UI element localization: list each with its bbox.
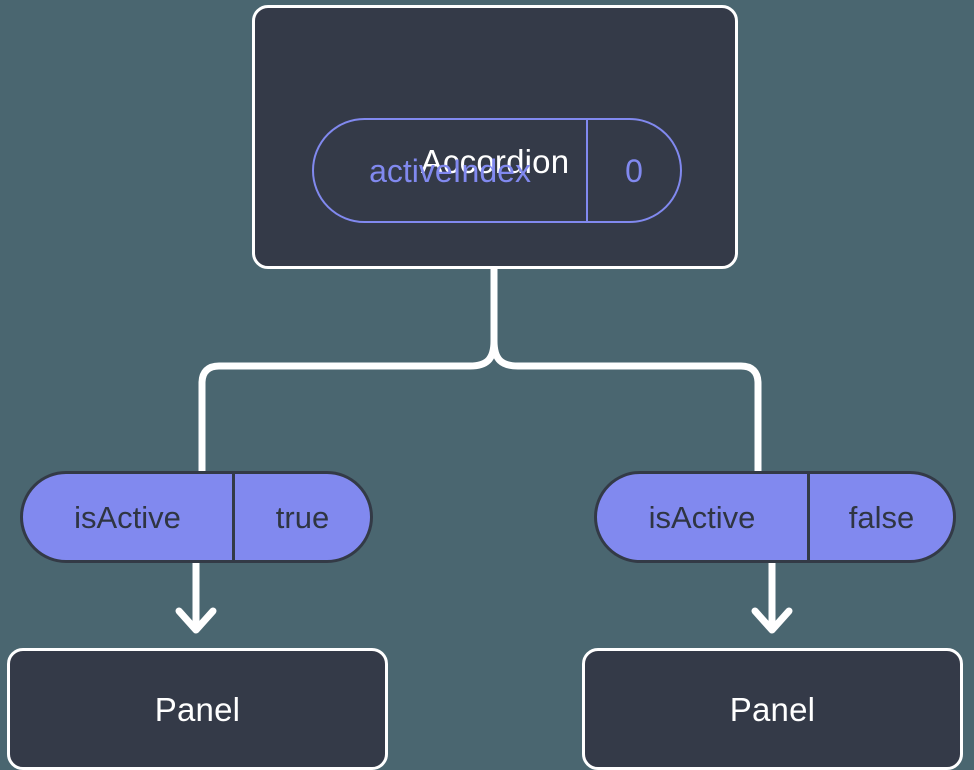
- arrow-head-left: [175, 607, 217, 634]
- arrow-head-right: [751, 607, 793, 634]
- state-pill-value: 0: [625, 152, 643, 189]
- node-panel-left[interactable]: Panel: [7, 648, 388, 770]
- panel-left-title: Panel: [154, 690, 241, 728]
- prop-pill-right-value: false: [848, 499, 915, 535]
- prop-pill-left[interactable]: isActive true: [20, 471, 373, 563]
- connector-fork-left: [198, 337, 498, 475]
- connector-fork-right: [490, 337, 762, 475]
- prop-pill-left-value: true: [275, 499, 330, 535]
- state-pill-active-index[interactable]: activeIndex 0: [312, 118, 682, 223]
- state-pill-key: activeIndex: [314, 120, 588, 221]
- node-panel-right[interactable]: Panel: [582, 648, 963, 770]
- prop-pill-left-key: isActive: [23, 474, 235, 560]
- prop-pill-right-key: isActive: [597, 474, 810, 560]
- prop-pill-right[interactable]: isActive false: [594, 471, 956, 563]
- panel-right-title: Panel: [729, 690, 816, 728]
